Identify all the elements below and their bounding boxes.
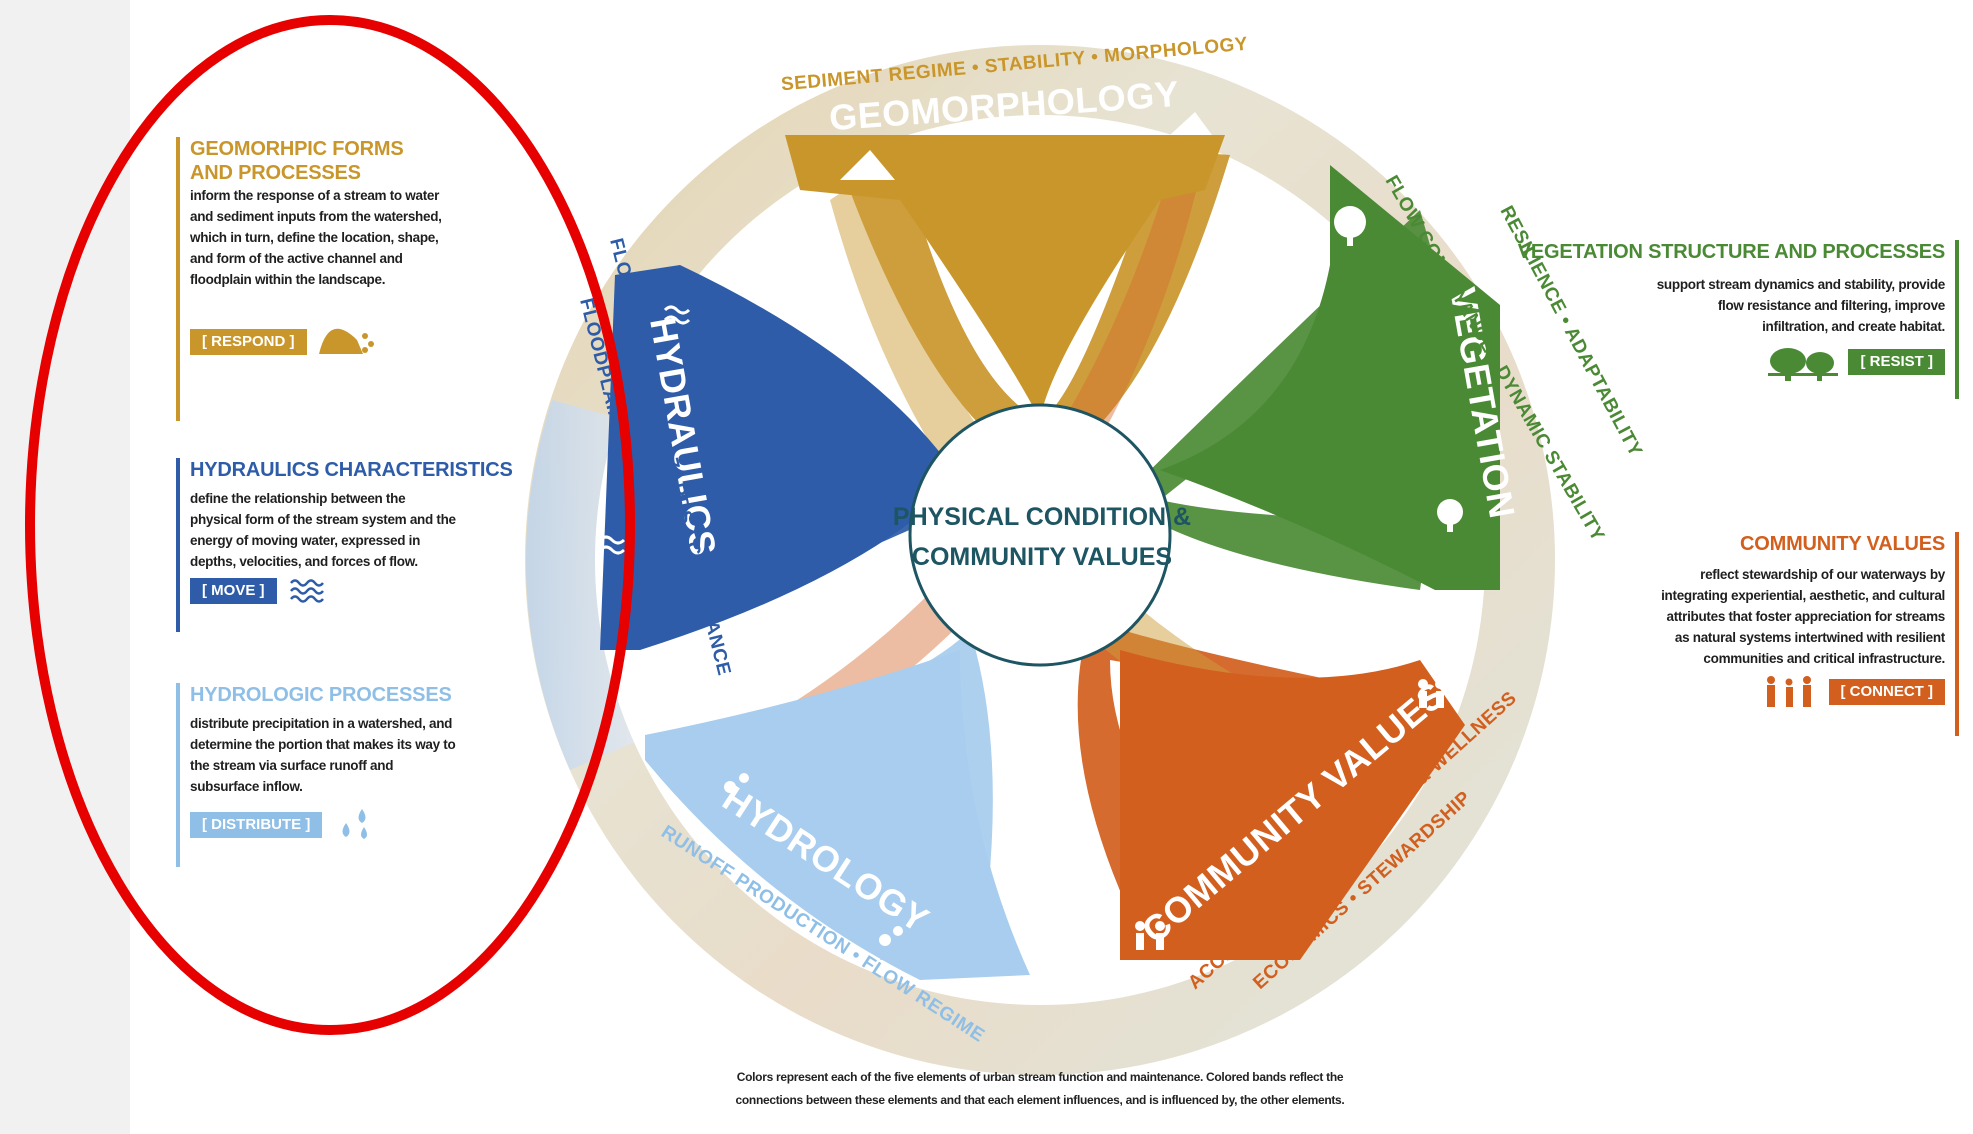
diagram-caption: Colors represent each of the five elemen… [640,1066,1440,1112]
hydraulics-desc-line-4: depths, velocities, and forces of flow. [190,554,418,569]
geomorphic-tag-row: [ RESPOND ] [190,310,490,355]
respond-tag: [ RESPOND ] [190,329,307,355]
community-desc-line-2: integrating experiential, aesthetic, and… [1661,588,1945,603]
hydraulics-panel-title: HYDRAULICS CHARACTERISTICS [190,459,513,481]
distribute-tag: [ DISTRIBUTE ] [190,812,323,838]
panel-hydrologic-processes: HYDROLOGIC PROCESSES distribute precipit… [176,683,520,873]
panel-community-values: COMMUNITY VALUES reflect stewardship of … [1555,532,1959,742]
community-desc-line-3: attributes that foster appreciation for … [1666,609,1946,624]
community-desc-line-1: reflect stewardship of our waterways by [1700,567,1945,582]
segment-hydraulics: HYDRAULICS [600,265,960,650]
connect-tag: [ CONNECT ] [1828,679,1945,705]
hydrologic-desc-line-2: determine the portion that makes its way… [190,737,456,752]
panel-accent-bar [1955,532,1959,736]
vegetation-desc-line-1: support stream dynamics and stability, p… [1656,277,1946,292]
mountain-icon [840,112,1212,180]
panel-accent-bar [176,137,180,421]
sediment-pile-icon [318,328,374,354]
geomorphic-desc-line-3: which in turn, define the location, shap… [190,230,439,245]
panel-vegetation-structure: VEGETATION STRUCTURE AND PROCESSES suppo… [1500,240,1959,405]
center-circle [908,403,1172,667]
hydraulics-tag-row: [ MOVE ] [190,576,520,606]
vegetation-tag-row: [ RESIST ] [1500,343,1945,381]
vegetation-panel-title: VEGETATION STRUCTURE AND PROCESSES [1517,241,1946,263]
panel-hydraulics-characteristics: HYDRAULICS CHARACTERISTICS define the re… [176,458,520,638]
resist-tag: [ RESIST ] [1848,349,1945,375]
segment-community: COMMUNITY VALUES [1120,650,1465,960]
hydraulics-desc-line-1: define the relationship between the [190,491,406,506]
hydraulics-desc-line-3: energy of moving water, expressed in [190,533,421,548]
people-icon [1766,676,1811,707]
geomorphic-desc-line-1: inform the response of a stream to water [190,188,440,203]
move-tag: [ MOVE ] [190,578,277,604]
waves-icon [289,579,324,603]
center-title-line-2: COMMUNITY VALUES [912,543,1172,571]
community-desc-line-4: as natural systems intertwined with resi… [1674,630,1945,645]
hydrologic-tag-row: [ DISTRIBUTE ] [190,805,520,845]
community-panel-title: COMMUNITY VALUES [1740,533,1945,555]
caption-line-2: connections between these elements and t… [735,1093,1345,1107]
panel-accent-bar [176,458,180,632]
water-drop-icon [724,773,903,946]
water-drops-icon [342,809,368,839]
community-tag-row: [ CONNECT ] [1555,675,1945,709]
geomorphic-desc-line-4: and form of the active channel and [190,251,403,266]
vegetation-desc-line-2: flow resistance and filtering, improve [1717,298,1945,313]
vegetation-desc-line-3: infiltration, and create habitat. [1762,319,1945,334]
hydraulics-desc-line-2: physical form of the stream system and t… [190,512,456,527]
geomorphic-desc-line-5: floodplain within the landscape. [190,272,386,287]
panel-geomorphic-forms: GEOMORHPIC FORMS AND PROCESSES inform th… [176,137,490,427]
panel-accent-bar [1955,240,1959,399]
geomorphic-title-line-1: GEOMORHPIC FORMS [190,138,404,160]
tree-icon [1334,206,1463,532]
geomorphic-title-line-2: AND PROCESSES [190,162,361,184]
hydrologic-desc-line-1: distribute precipitation in a watershed,… [190,716,453,731]
trees-icon [1768,348,1839,381]
hydrologic-desc-line-3: the stream via surface runoff and [190,758,394,773]
people-icon [1135,679,1445,950]
geomorphic-desc-line-2: and sediment inputs from the watershed, [190,209,442,224]
community-desc-line-5: communities and critical infrastructure. [1703,651,1945,666]
hydrologic-panel-title: HYDROLOGIC PROCESSES [190,684,452,706]
panel-accent-bar [176,683,180,867]
center-title-line-1: PHYSICAL CONDITION & [893,503,1191,531]
caption-line-1: Colors represent each of the five elemen… [736,1070,1344,1084]
hydrologic-desc-line-4: subsurface inflow. [190,779,303,794]
